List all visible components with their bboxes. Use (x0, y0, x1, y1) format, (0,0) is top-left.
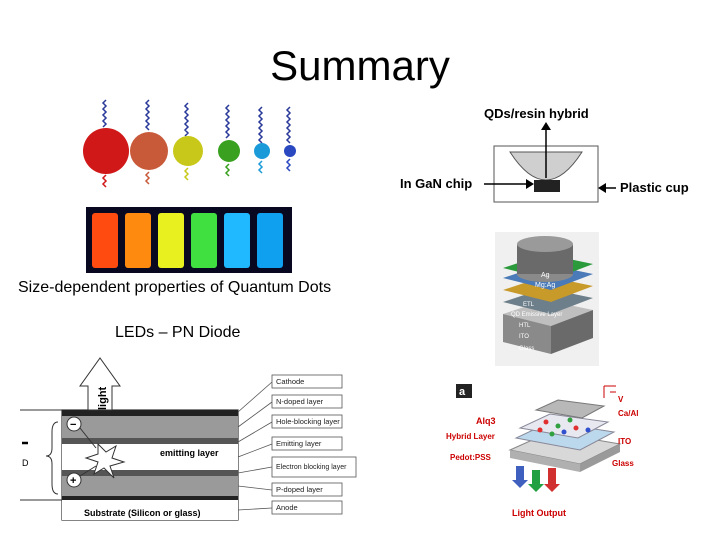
qd-sphere-orange (130, 99, 168, 185)
cup-diagram: QDs/resin hybrid In GaN chip Plastic cup (400, 106, 689, 203)
blue-output-arrow (512, 466, 528, 488)
qd-sphere-row (83, 99, 296, 188)
layer-label-electron-blocking: Electron blocking layer (276, 464, 347, 471)
layer-ito: ITO (519, 334, 529, 340)
page-title: Summary (270, 42, 450, 89)
layer-label-hole-blocking: Hole-blocking layer (276, 417, 340, 426)
layer-label-p-doped: P-doped layer (276, 485, 323, 494)
led-caption: LEDs – PN Diode (115, 324, 241, 341)
qd-sphere-red (83, 99, 129, 188)
label-glass: Glass (612, 459, 634, 468)
label-alq: Alq3 (476, 416, 496, 426)
vial-cyan (224, 213, 250, 268)
svg-text:D: D (22, 458, 29, 468)
pn-diode-diagram: D light − + emitting layer Substrate (Si… (20, 357, 357, 521)
layer-label-cathode: Cathode (276, 377, 304, 386)
electron-icon (66, 416, 82, 432)
label-pedot: Pedot:PSS (450, 453, 492, 462)
red-output-arrow (544, 468, 560, 492)
hole-icon (66, 472, 82, 488)
layer-label-n-doped: N-doped layer (276, 397, 324, 406)
layer-label-emitting: Emitting layer (276, 439, 322, 448)
vial-orange (125, 213, 151, 268)
label-caal: Ca/Al (618, 409, 638, 418)
label-ito: ITO (618, 437, 631, 446)
layer-label-anode: Anode (276, 503, 298, 512)
layer-qd: QD Emissive Layer (511, 312, 562, 318)
cup-label: Plastic cup (620, 180, 689, 195)
emitting-label: emitting layer (160, 448, 219, 458)
layer-etl: ETL (523, 302, 535, 308)
vial-blue (257, 213, 283, 268)
label-light-output: Light Output (512, 508, 566, 518)
quantum-dots-figure (83, 99, 296, 273)
vial-yellow (158, 213, 184, 268)
light-label: light (97, 386, 109, 410)
layer-htl: HTL (519, 323, 531, 329)
green-output-arrow (528, 470, 544, 492)
vial-red (92, 213, 118, 268)
plus-sign: + (70, 475, 76, 487)
emission-burst-icon (84, 442, 126, 479)
chip-block (534, 180, 560, 192)
layer-ag: Ag (541, 272, 550, 279)
vial-green (191, 213, 217, 268)
qd-caption: Size-dependent properties of Quantum Dot… (18, 279, 332, 296)
hybrid-label: QDs/resin hybrid (484, 106, 589, 121)
qd-sphere-green (218, 104, 240, 177)
minus-sign: − (70, 419, 76, 431)
layer-glass: Glass (519, 346, 534, 352)
qd-sphere-cyan (254, 106, 270, 174)
qd-vials-photo (86, 207, 292, 273)
oled-hybrid-figure: a V Ca/Al Alq3 Hybrid Layer Pedot:PSS IT… (446, 384, 638, 518)
label-v: V (618, 395, 624, 404)
panel-letter: a (459, 386, 466, 398)
qd-sphere-yellow (173, 102, 203, 181)
qd-led-stack: Ag Mg:Ag ETL QD Emissive Layer HTL ITO G… (495, 232, 599, 366)
chip-label: In GaN chip (400, 176, 472, 191)
label-hybrid-layer: Hybrid Layer (446, 432, 495, 441)
substrate-label: Substrate (Silicon or glass) (84, 508, 201, 518)
qd-sphere-blue (284, 106, 296, 172)
layer-mgag: Mg:Ag (535, 282, 555, 289)
